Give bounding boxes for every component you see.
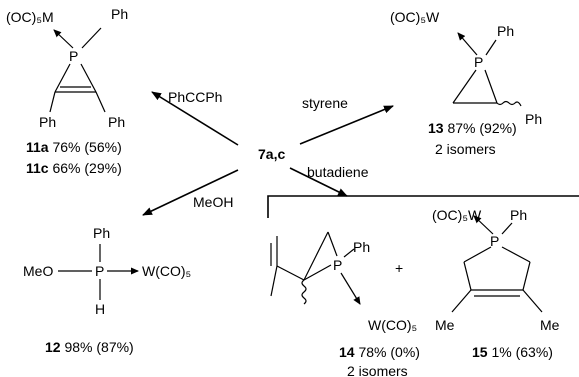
structure-11: (OC)₅M Ph P Ph Ph bbox=[6, 6, 128, 130]
product-11c-number: 11c bbox=[26, 160, 49, 176]
reagent-methanol: MeOH bbox=[193, 194, 233, 210]
group-me: Me bbox=[540, 317, 560, 333]
coordination-bond bbox=[473, 215, 494, 235]
product-15-yield: 1% (63%) bbox=[491, 344, 552, 360]
group-ph: Ph bbox=[353, 239, 370, 255]
product-13-label: 13 87% (92%) bbox=[428, 120, 517, 136]
atom-h: H bbox=[95, 301, 105, 317]
group-me: Me bbox=[435, 317, 455, 333]
group-ph: Ph bbox=[108, 114, 125, 130]
product-11c-label: 11c 66% (29%) bbox=[26, 160, 122, 176]
product-15-label: 15 1% (63%) bbox=[472, 344, 553, 360]
bond bbox=[303, 231, 329, 281]
bond bbox=[501, 246, 531, 263]
product-11c-yield: 66% (29%) bbox=[52, 160, 121, 176]
product-13-note: 2 isomers bbox=[435, 141, 496, 157]
coordination-bond bbox=[340, 272, 361, 305]
product-13-yield: 87% (92%) bbox=[447, 120, 516, 136]
group-ph: Ph bbox=[510, 207, 527, 223]
group-wco5: W(CO)₅ bbox=[368, 317, 417, 333]
group-wco5: W(CO)₅ bbox=[142, 263, 191, 279]
product-15-number: 15 bbox=[472, 344, 488, 360]
structure-15: (OC)₅W Ph P Me Me bbox=[432, 207, 560, 333]
product-13-number: 13 bbox=[428, 120, 444, 136]
product-11a-yield: 76% (56%) bbox=[52, 139, 121, 155]
bond bbox=[522, 289, 543, 313]
bond bbox=[81, 27, 102, 49]
group-meo: MeO bbox=[23, 263, 53, 279]
product-14-label: 14 78% (0%) bbox=[339, 344, 420, 360]
bond bbox=[463, 261, 472, 291]
plus-sign: + bbox=[395, 260, 403, 276]
wavy-bond bbox=[301, 279, 307, 305]
structure-12: Ph MeO P W(CO)₅ H bbox=[23, 225, 191, 317]
atom-p: P bbox=[474, 54, 483, 70]
bond bbox=[451, 289, 472, 313]
structure-14: Ph P W(CO)₅ bbox=[270, 231, 417, 333]
center-compound-label: 7a,c bbox=[258, 146, 285, 162]
bond bbox=[95, 91, 106, 113]
bond bbox=[276, 265, 305, 281]
bond bbox=[54, 63, 71, 93]
group-ph: Ph bbox=[497, 23, 514, 39]
product-14-number: 14 bbox=[339, 344, 355, 360]
bond bbox=[270, 265, 278, 297]
bond bbox=[452, 69, 477, 104]
atom-p: P bbox=[333, 257, 342, 273]
product-14-yield: 78% (0%) bbox=[358, 344, 419, 360]
bond bbox=[49, 91, 56, 113]
arrow-to-11 bbox=[151, 91, 239, 146]
bond bbox=[522, 261, 531, 291]
structure-13: (OC)₅W Ph P Ph bbox=[390, 9, 542, 127]
group-ph: Ph bbox=[93, 225, 110, 241]
bond bbox=[343, 248, 355, 258]
butadiene-product-bracket bbox=[267, 195, 579, 218]
product-11a-label: 11a 76% (56%) bbox=[26, 139, 122, 155]
arrow-to-14-15 bbox=[289, 167, 348, 197]
reagent-styrene: styrene bbox=[302, 95, 348, 111]
wavy-bond bbox=[496, 100, 522, 107]
product-12-yield: 98% (87%) bbox=[64, 339, 133, 355]
group-wco5: (OC)₅W bbox=[432, 207, 482, 223]
product-11a-number: 11a bbox=[26, 139, 49, 155]
group-ph: Ph bbox=[39, 114, 56, 130]
bond bbox=[463, 246, 492, 263]
product-14-note: 2 isomers bbox=[347, 363, 408, 377]
atom-p: P bbox=[69, 48, 78, 64]
product-12-number: 12 bbox=[45, 339, 61, 355]
coordination-bond bbox=[53, 29, 74, 49]
group-mco5: (OC)₅M bbox=[6, 9, 54, 25]
atom-p: P bbox=[490, 233, 499, 249]
arrow-to-13 bbox=[299, 105, 394, 145]
bond bbox=[484, 69, 498, 104]
group-ph: Ph bbox=[525, 111, 542, 127]
bond bbox=[80, 63, 97, 93]
arrow-to-12 bbox=[142, 169, 239, 216]
reagent-alkyne: PhCCPh bbox=[168, 89, 222, 105]
group-wco5: (OC)₅W bbox=[390, 9, 440, 25]
bond bbox=[327, 231, 338, 257]
bond bbox=[303, 264, 332, 281]
group-ph: Ph bbox=[111, 6, 128, 22]
product-12-label: 12 98% (87%) bbox=[45, 339, 134, 355]
reagent-butadiene: butadiene bbox=[307, 164, 369, 180]
bond bbox=[485, 39, 497, 56]
atom-p: P bbox=[95, 263, 104, 279]
coordination-bond bbox=[457, 32, 478, 56]
bond bbox=[501, 222, 513, 235]
